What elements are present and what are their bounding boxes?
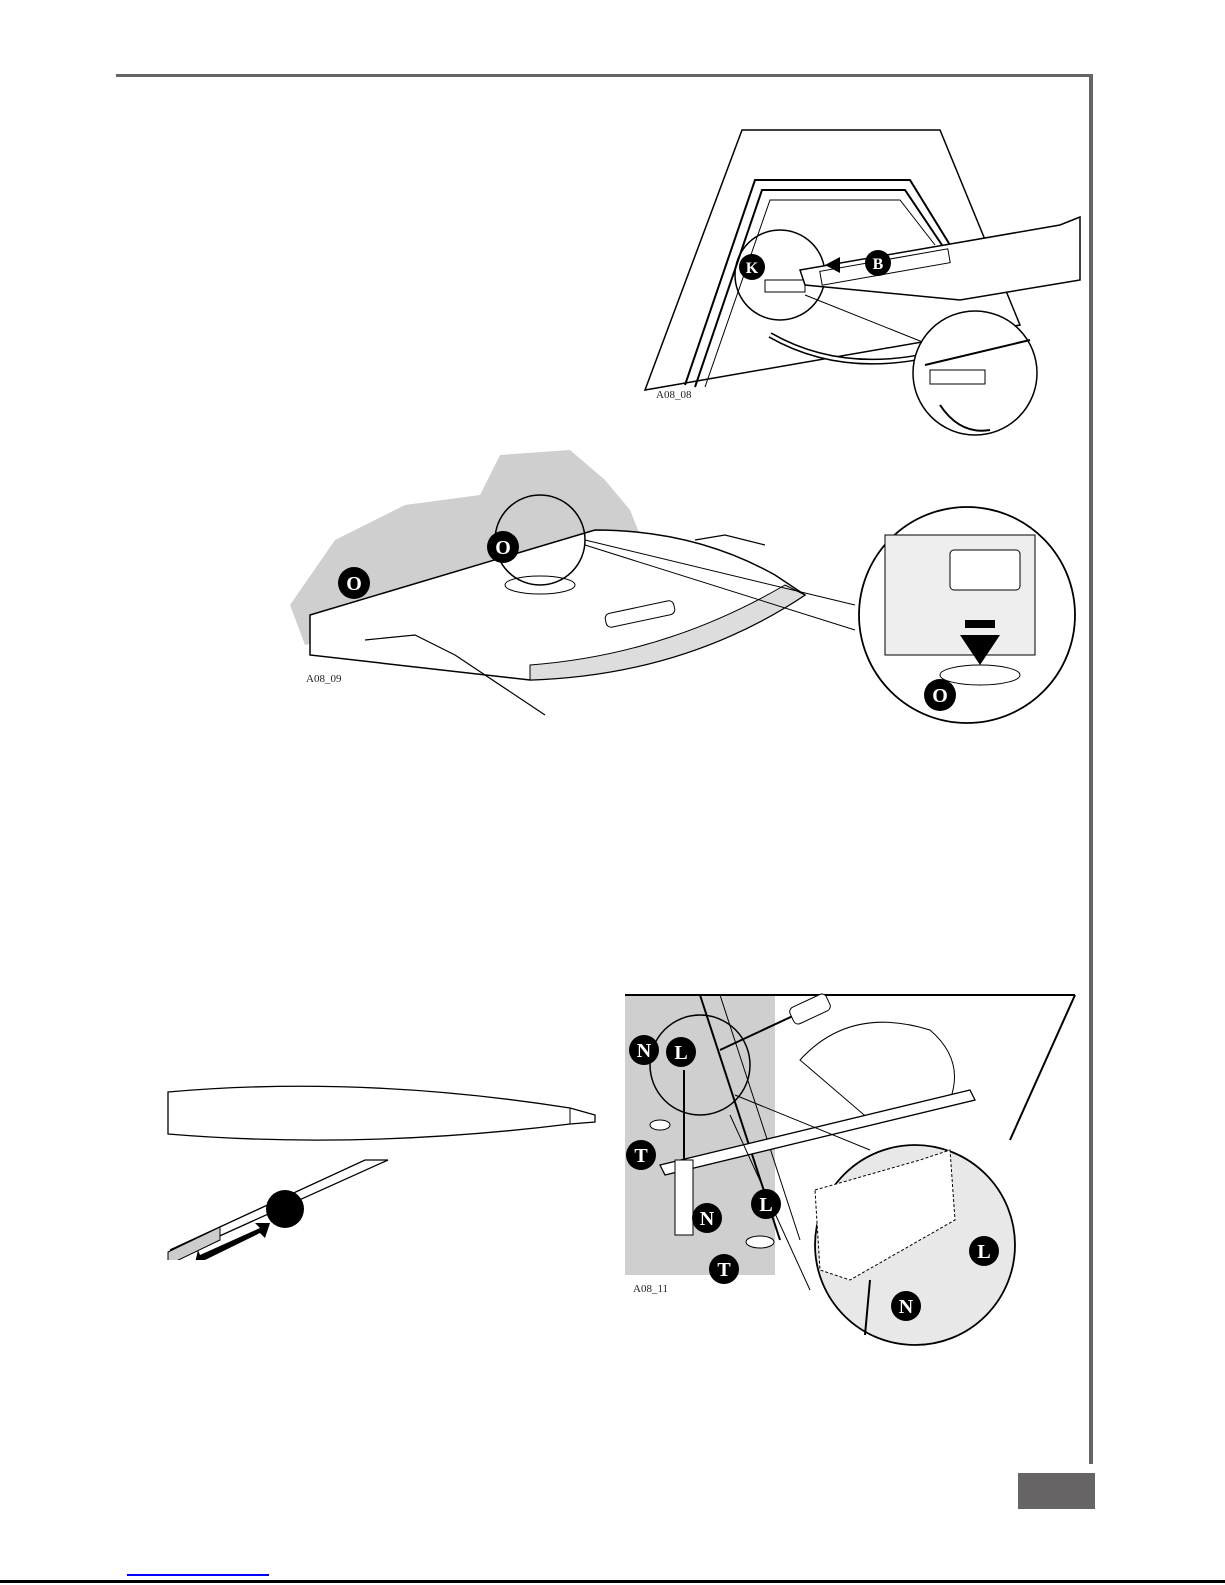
callout-b	[865, 250, 891, 276]
top-rule	[116, 74, 1093, 77]
svg-text:L: L	[977, 1241, 990, 1263]
svg-text:N: N	[899, 1296, 914, 1318]
callout-t	[626, 1140, 656, 1170]
svg-text:O: O	[346, 573, 362, 595]
svg-text:O: O	[932, 685, 948, 707]
callout-n	[629, 1035, 659, 1065]
double-arrow-icon	[195, 1223, 270, 1260]
svg-text:B: B	[873, 256, 884, 273]
svg-text:K: K	[746, 260, 759, 277]
callout-o	[924, 679, 956, 711]
page-number-box	[1018, 1473, 1095, 1509]
svg-text:T: T	[717, 1259, 731, 1281]
svg-text:N: N	[637, 1040, 652, 1062]
callout-o	[338, 567, 370, 599]
svg-text:L: L	[674, 1042, 687, 1064]
figure-a08-08: K B	[643, 129, 1081, 436]
svg-text:L: L	[759, 1194, 772, 1216]
hood-panel	[643, 129, 1022, 391]
figure-caption: A08_09	[306, 673, 342, 685]
side-rule	[1089, 74, 1093, 1464]
figure-caption: A08_11	[633, 1283, 669, 1295]
callout-l	[751, 1189, 781, 1219]
callout-l	[666, 1037, 696, 1067]
callout-n	[692, 1203, 722, 1233]
callout-k	[739, 254, 765, 280]
figure-a08-11: L N T N L T L N	[625, 993, 1076, 1346]
bottom-rule	[0, 1580, 1225, 1583]
hood-profile	[167, 1085, 596, 1141]
callout-l	[969, 1236, 999, 1266]
footer-link[interactable]	[127, 1574, 269, 1576]
callout-n	[891, 1291, 921, 1321]
figure-filter	[167, 1085, 596, 1260]
callout-t	[709, 1254, 739, 1284]
svg-text:T: T	[634, 1145, 648, 1167]
svg-text:O: O	[495, 537, 511, 559]
figure-caption: A08_08	[656, 389, 692, 401]
callout-o	[487, 531, 519, 563]
callout-blank	[266, 1190, 304, 1228]
figure-a08-09: O O O	[290, 450, 1076, 724]
svg-text:N: N	[700, 1208, 715, 1230]
